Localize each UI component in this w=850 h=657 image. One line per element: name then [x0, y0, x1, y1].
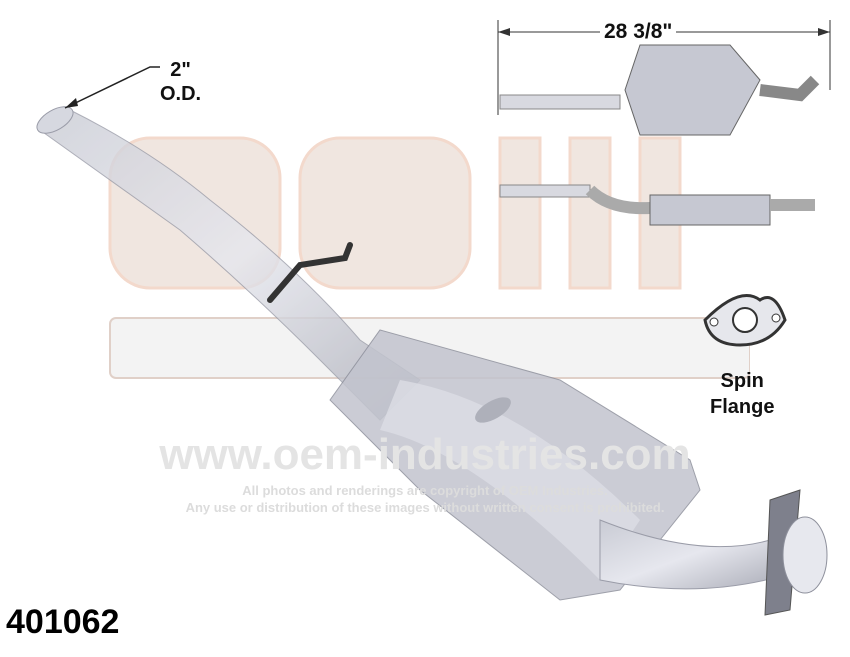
- part-number: 401062: [6, 603, 120, 641]
- spin-flange-label: Spin Flange: [710, 368, 774, 420]
- watermark-copyright-2: Any use or distribution of these images …: [185, 500, 665, 515]
- watermark-url: www.oem-industries.com: [159, 430, 691, 479]
- flange-line-1: Spin: [720, 370, 764, 392]
- od-unit: O.D.: [160, 83, 202, 105]
- watermark-copyright-1: All photos and renderings are copyright …: [242, 483, 608, 498]
- oem-watermark-logo: [108, 136, 750, 379]
- od-value: 2": [170, 59, 191, 81]
- outer-diameter-label: 2" O.D.: [160, 58, 201, 106]
- flange-line-2: Flange: [710, 396, 775, 418]
- overall-length-label: 28 3/8": [600, 20, 677, 44]
- od-leader-line: [64, 66, 160, 109]
